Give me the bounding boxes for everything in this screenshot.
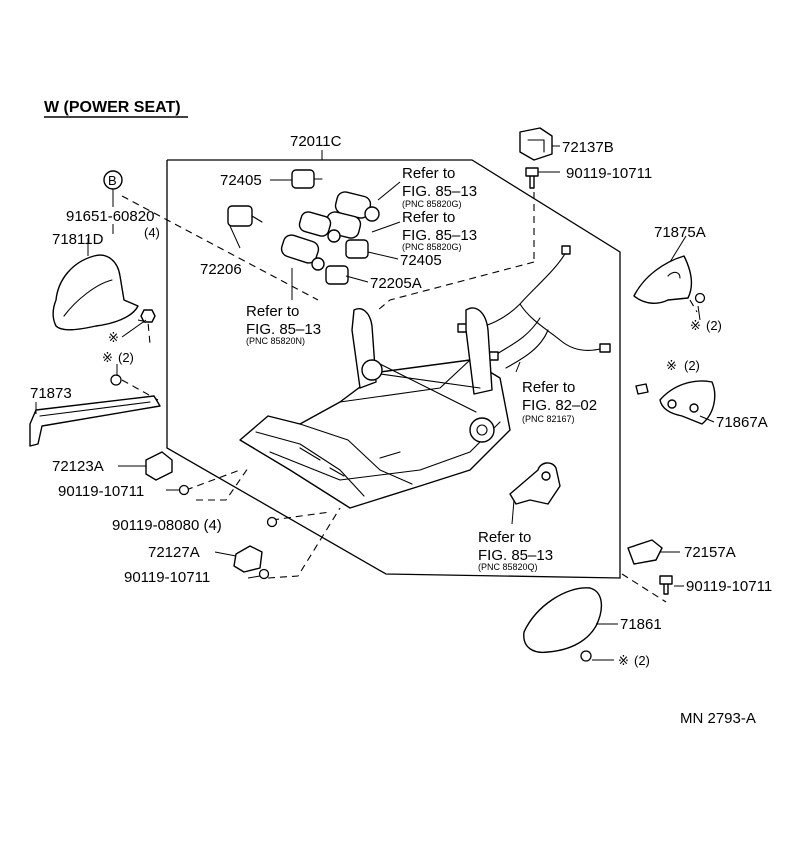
label-72157a: 72157A [684, 544, 736, 561]
nut-71875a-icon [694, 292, 706, 304]
ref1-pnc: (PNC 85820G) [402, 199, 462, 209]
seat-frame-assembly-icon [239, 307, 511, 509]
assembly-frame-outline [166, 159, 621, 579]
label-71873: 71873 [30, 385, 72, 402]
ref1-line1: Refer to [402, 165, 455, 182]
label-72011c: 72011C [290, 133, 342, 150]
dash-line-71811d [137, 319, 151, 345]
wire-harness-icon [469, 251, 605, 369]
bolt-10711-top-icon [525, 167, 539, 189]
ref4-line2: FIG. 82–02 [522, 397, 597, 414]
label-72123a: 72123A [52, 458, 104, 475]
document-code: MN 2793-A [680, 710, 756, 727]
ref3-line1: Refer to [246, 303, 299, 320]
dash-line-72123a [185, 469, 241, 491]
label-71861: 71861 [620, 616, 662, 633]
label-90119-10711-l1: 90119-10711 [58, 483, 144, 500]
label-72127a: 72127A [148, 544, 200, 561]
screw-71861-icon [580, 650, 592, 662]
cap-72157a-icon [627, 539, 663, 565]
dash-line-71873 [121, 379, 159, 401]
label-72206: 72206 [200, 261, 242, 278]
bolt-10711-l2-icon [258, 568, 270, 580]
cover-71867a-icon [659, 380, 716, 425]
label-90119-10711-r: 90119-10711 [686, 578, 772, 595]
shield-71861-icon [523, 587, 603, 654]
bracket-72137b-icon [519, 127, 553, 161]
cap-72123a-icon [145, 451, 173, 481]
dash-line-bolt [196, 467, 249, 501]
ref1-line2: FIG. 85–13 [402, 183, 477, 200]
cover-71875a-icon [633, 255, 693, 304]
asterisk-71867a: ※ [666, 358, 677, 373]
label-90119-10711-l2: 90119-10711 [124, 569, 210, 586]
dash-line-frame-mid [377, 261, 535, 311]
label-91651-60820: 91651-60820 [66, 208, 154, 225]
label-72405-b: 72405 [400, 252, 442, 269]
dash-line-72127a [267, 507, 341, 579]
label-71873-qty: (2) [118, 350, 134, 365]
bolt-08080-icon [266, 516, 278, 528]
motor-assembly-r2-icon [298, 211, 341, 243]
ref2-line2: FIG. 85–13 [402, 227, 477, 244]
ref2-pnc: (PNC 85820G) [402, 242, 462, 252]
dash-line-b [121, 195, 319, 301]
ref2-line1: Refer to [402, 209, 455, 226]
rail-cover-71873-icon [29, 395, 161, 447]
label-71867a: 71867A [716, 414, 768, 431]
bolt-10711-r-icon [659, 575, 673, 595]
asterisk-71875a: ※ [690, 318, 701, 333]
ref4-pnc: (PNC 82167) [522, 414, 575, 424]
cap-72127a-icon [233, 545, 263, 573]
ref4-line1: Refer to [522, 379, 575, 396]
marker-b-letter: B [108, 173, 117, 188]
motor-72205a-icon [325, 265, 349, 285]
label-90119-10711-top: 90119-10711 [566, 165, 652, 182]
label-72405-a: 72405 [220, 172, 262, 189]
asterisk-71861: ※ [618, 653, 629, 668]
label-72205a: 72205A [370, 275, 422, 292]
label-71867a-qty: (2) [684, 358, 700, 373]
motor-72405-a-icon [291, 169, 323, 189]
motor-72405-b-icon [345, 239, 369, 259]
screw-71811d-icon [140, 309, 156, 323]
ref5-line1: Refer to [478, 529, 531, 546]
nut-71873-icon [110, 374, 122, 386]
motor-assembly-r3-icon [280, 234, 325, 271]
label-90119-08080: 90119-08080 (4) [112, 517, 222, 534]
diagram-title: W (POWER SEAT) [44, 99, 181, 116]
label-71875a: 71875A [654, 224, 706, 241]
bolt-10711-l1-icon [178, 484, 190, 496]
asterisk-71811d: ※ [108, 330, 119, 345]
ref3-pnc: (PNC 85820N) [246, 336, 305, 346]
label-71861-qty: (2) [634, 653, 650, 668]
motor-assembly-r1-icon [324, 191, 380, 239]
label-71811d: 71811D [52, 231, 104, 248]
recliner-bracket-icon [509, 462, 561, 505]
label-91651-qty: (4) [144, 225, 160, 240]
ref3-line2: FIG. 85–13 [246, 321, 321, 338]
screw-71867a-icon [635, 383, 649, 395]
asterisk-71873: ※ [102, 350, 113, 365]
dash-line-08080 [271, 511, 331, 521]
ref5-pnc: (PNC 85820Q) [478, 562, 538, 572]
dash-line-72157a [621, 573, 667, 603]
label-71875a-qty: (2) [706, 318, 722, 333]
cover-71811d-icon [52, 254, 139, 331]
ref5-line2: FIG. 85–13 [478, 547, 553, 564]
dash-line-71875a [689, 299, 698, 313]
motor-72206-icon [227, 205, 263, 227]
label-72137b: 72137B [562, 139, 614, 156]
